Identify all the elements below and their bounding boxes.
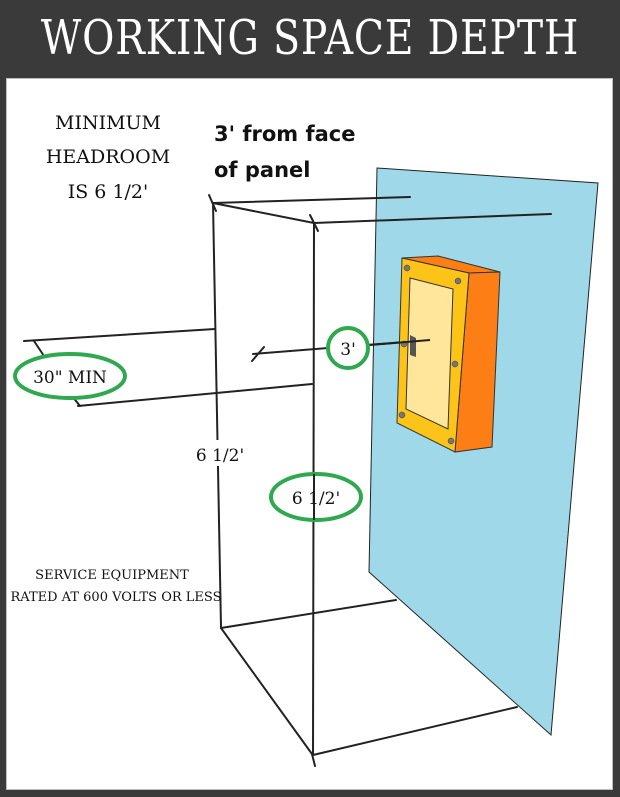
service-label-line1: SERVICE EQUIPMENT — [35, 568, 189, 583]
service-label-line2: RATED AT 600 VOLTS OR LESS — [11, 590, 222, 605]
page-title: WORKING SPACE DEPTH — [40, 10, 580, 66]
depth-highlight — [326, 326, 370, 370]
electrical-panel — [396, 255, 501, 453]
from-face-label-line2: of panel — [214, 158, 310, 182]
wall-plane — [368, 167, 599, 737]
height-front-label: 6 1/2' — [292, 489, 340, 509]
depth-label: 3' — [340, 340, 356, 360]
height-back-label: 6 1/2' — [196, 446, 244, 466]
headroom-label-line2: HEADROOM — [46, 146, 170, 168]
headroom-label-line1: MINIMUM — [55, 112, 161, 134]
height-highlight — [269, 472, 363, 522]
from-face-label-line1: 3' from face — [214, 122, 355, 146]
headroom-label-line3: IS 6 1/2' — [68, 181, 149, 203]
width-min-label: 30" MIN — [33, 368, 107, 388]
width-min-highlight — [13, 352, 127, 400]
